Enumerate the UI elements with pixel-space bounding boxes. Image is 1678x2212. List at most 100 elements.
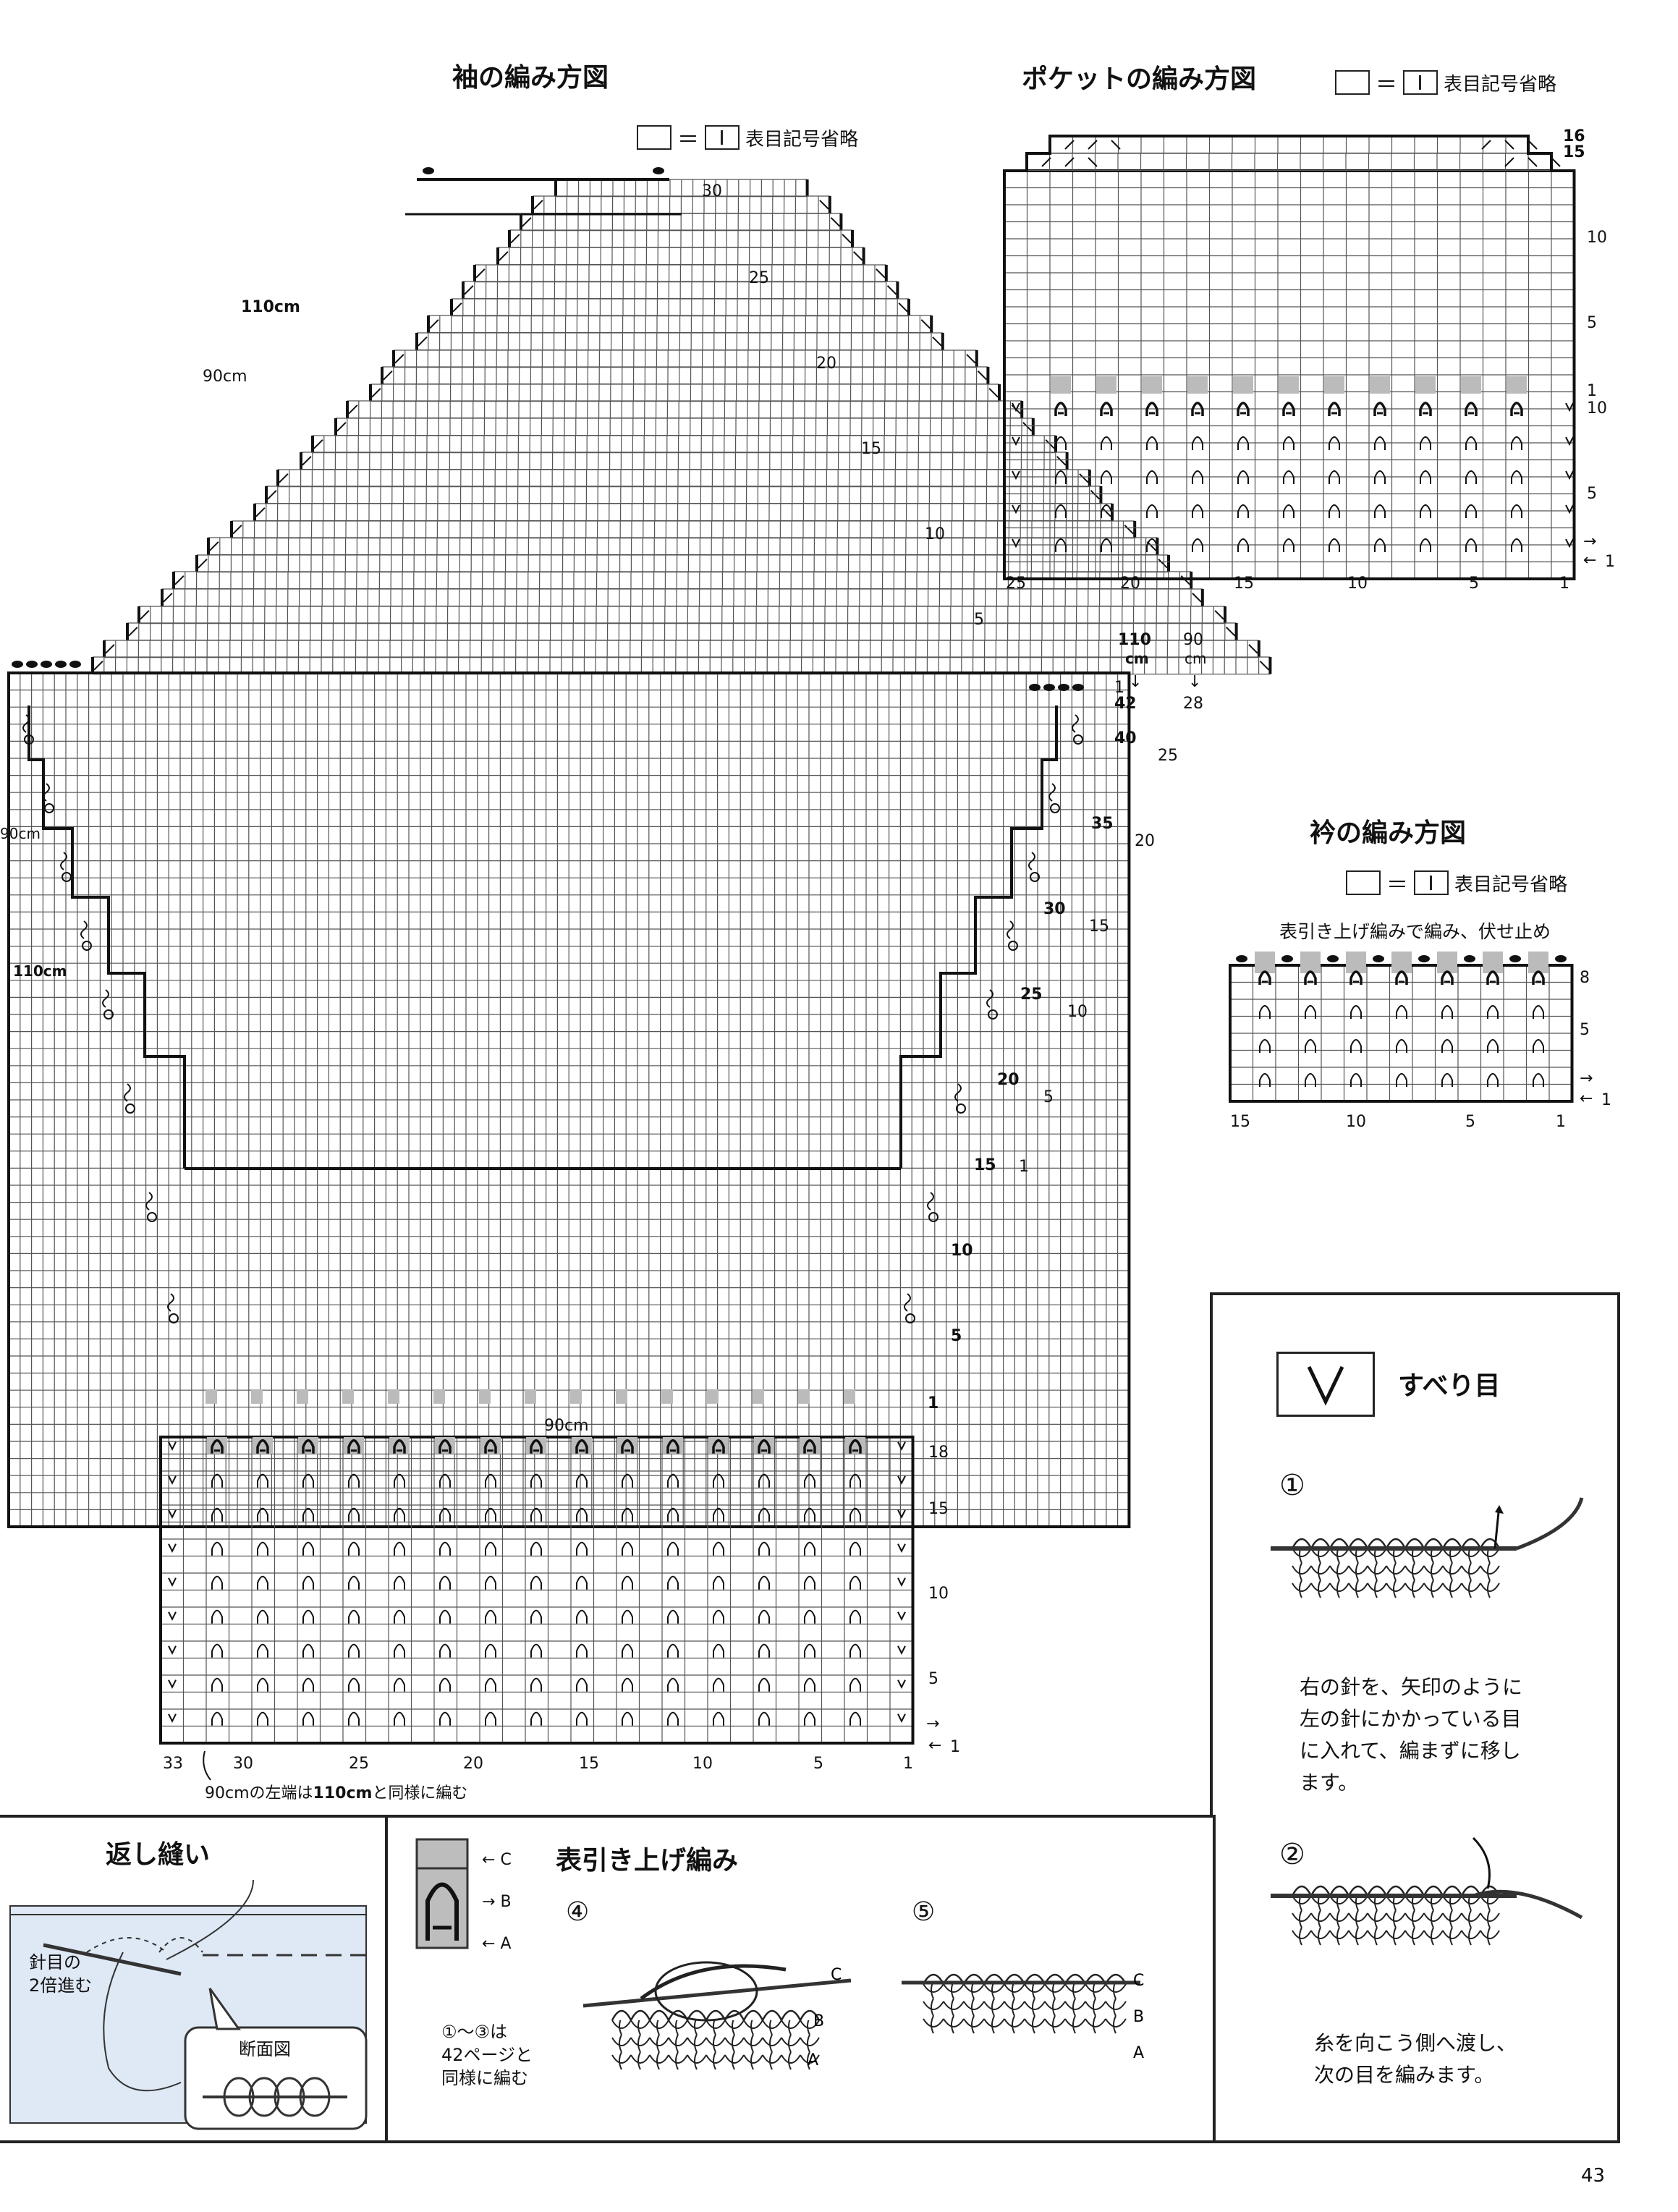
knit-loop xyxy=(1044,1983,1066,1993)
raised-stitch-mark xyxy=(439,1711,451,1726)
raised-stitch-mark xyxy=(302,1507,314,1522)
rib-shade xyxy=(1391,952,1412,973)
knit-loop xyxy=(1442,1912,1462,1922)
twist-increase-circle xyxy=(62,872,72,882)
raised-stitch-mark xyxy=(530,1711,542,1726)
knit-leg xyxy=(1093,1998,1096,2017)
needle-loop xyxy=(611,2009,632,2021)
knit-leg xyxy=(1468,1927,1472,1946)
right-needle xyxy=(640,1964,787,2001)
twist-increase-circle xyxy=(44,803,54,813)
raised-stitch-mark xyxy=(1487,1073,1499,1087)
pocket-row-5: 5 xyxy=(1587,314,1597,332)
empty-cell-symbol xyxy=(1346,870,1381,895)
knit-loop xyxy=(1310,1930,1331,1939)
knit-leg xyxy=(1318,1910,1321,1928)
decrease-mark xyxy=(464,285,474,295)
knit-loop xyxy=(943,2018,965,2027)
raised-stitch-mark xyxy=(576,1643,588,1658)
raised-stitch-mark xyxy=(211,1473,223,1488)
backstitch-label-2: 2倍進む xyxy=(29,1975,93,1996)
decrease-mark xyxy=(93,661,103,671)
knit-loop xyxy=(724,2054,745,2064)
raised-stitch-mark xyxy=(1533,1005,1544,1019)
side-row-10: 10 xyxy=(951,1242,973,1260)
decrease-mark xyxy=(1214,610,1224,620)
rib-shade xyxy=(1300,952,1321,973)
decrease-mark xyxy=(1041,157,1051,167)
decrease-mark xyxy=(1079,473,1089,483)
decrease-mark xyxy=(1101,507,1111,517)
knit-leg xyxy=(694,2051,698,2070)
knit-loop xyxy=(1348,1582,1368,1592)
bind-off-dot xyxy=(423,167,434,174)
knit-leg xyxy=(1012,1998,1015,2017)
bind-off-dot xyxy=(41,661,52,668)
raised-stitch-mark xyxy=(394,1711,405,1726)
label-a: A xyxy=(1133,2044,1144,2062)
step4-number: ④ xyxy=(566,1897,590,1927)
raised-stitch-mark xyxy=(1374,504,1386,518)
raised-stitch-mark xyxy=(667,1575,679,1590)
side-row-5: 5 xyxy=(951,1327,962,1345)
knit-loop xyxy=(1310,1582,1331,1592)
knit-loop xyxy=(630,2037,651,2046)
slip-stitch-mark xyxy=(1565,470,1574,480)
knit-leg xyxy=(951,1998,954,2017)
knit-loop xyxy=(630,2020,651,2029)
slip-stitch-mark xyxy=(168,1645,177,1655)
knit-loop xyxy=(1329,1548,1349,1557)
outer-row-25: 25 xyxy=(1158,747,1178,765)
knit-leg xyxy=(1487,1580,1491,1598)
pocket-row-10: 10 xyxy=(1587,229,1607,247)
knit-loop xyxy=(1404,1565,1425,1575)
decrease-mark xyxy=(1504,157,1514,167)
bind-off-dot xyxy=(1373,955,1384,962)
raised-stitch-mark xyxy=(713,1541,724,1556)
collar-grid xyxy=(1229,965,1573,1102)
raised-stitch-mark xyxy=(576,1507,588,1522)
decrease-mark xyxy=(1111,140,1121,150)
raised-stitch-mark xyxy=(1420,504,1431,518)
header-110: 110 xyxy=(1118,631,1151,649)
sleeve-legend: ＝ 表目記号省略 xyxy=(637,122,858,153)
needle-loop xyxy=(761,2009,783,2021)
knit-leg xyxy=(971,1998,975,2017)
knit-loop xyxy=(743,2054,763,2064)
knit-loop xyxy=(1367,1565,1387,1575)
raised-stitch-mark xyxy=(1055,538,1067,552)
slip-stitch-mark xyxy=(897,1475,906,1485)
knit-leg xyxy=(1318,1562,1321,1581)
cuff-note-bold: 110cm xyxy=(313,1784,373,1802)
decrease-mark xyxy=(533,200,543,210)
knit-loop xyxy=(800,2054,820,2064)
knit-loop xyxy=(1292,1565,1312,1575)
raised-stitch-mark xyxy=(438,1439,452,1454)
raised-stitch-mark xyxy=(1305,1005,1316,1019)
label-b-text: B xyxy=(500,1893,512,1911)
needle-loop xyxy=(1423,1538,1444,1549)
side-row-15: 15 xyxy=(974,1156,996,1174)
raised-stitch-mark xyxy=(667,1643,679,1658)
label-a-text: A xyxy=(500,1935,512,1953)
knit-leg xyxy=(1412,1562,1415,1581)
raised-stitch-mark xyxy=(622,1609,633,1624)
raised-stitch-mark xyxy=(1328,402,1341,416)
knit-loop xyxy=(1461,1548,1481,1557)
pocket-chart xyxy=(1003,135,1576,580)
raised-stitch-mark xyxy=(713,1643,724,1658)
empty-cell-symbol xyxy=(637,125,671,150)
outer-row-15: 15 xyxy=(1089,918,1109,936)
side-row-1: 1 xyxy=(928,1394,939,1412)
twist-increase-circle xyxy=(1073,734,1083,745)
slip-stitch-mark xyxy=(168,1543,177,1553)
collar-row-8: 8 xyxy=(1580,969,1590,987)
knit-loop xyxy=(1085,2018,1106,2027)
raised-stitch-mark xyxy=(1511,436,1522,450)
knit-loop xyxy=(1329,1930,1349,1939)
twist-increase-circle xyxy=(1050,803,1060,813)
bind-off-dot xyxy=(1058,684,1069,691)
knit-loop xyxy=(630,2054,651,2064)
raised-stitch-mark xyxy=(1374,470,1386,484)
decrease-mark xyxy=(302,456,312,466)
